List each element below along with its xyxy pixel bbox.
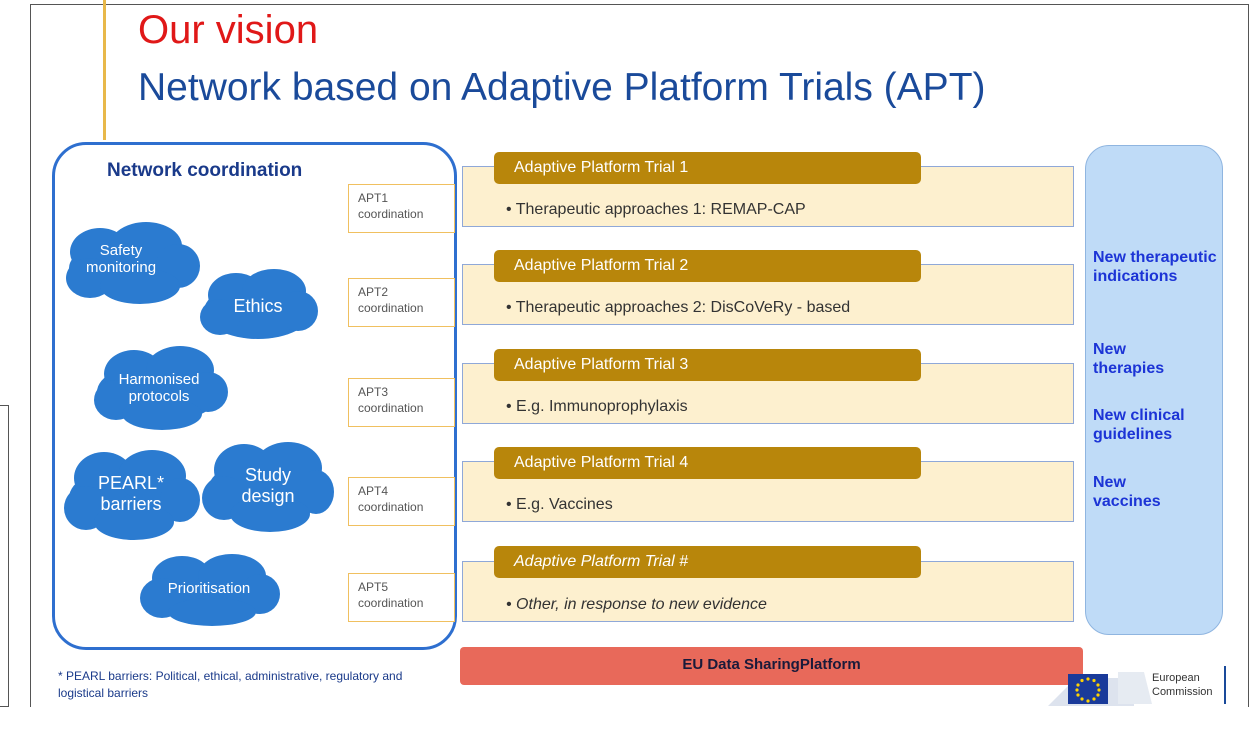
cloud-harmonised-protocols: Harmonised protocols xyxy=(88,342,230,434)
eu-data-sharing-platform-bar: EU Data SharingPlatform xyxy=(460,647,1083,685)
trial-description-3: • E.g. Immunoprophylaxis xyxy=(506,398,688,415)
title-accent-bar xyxy=(103,0,106,140)
cloud-label: Prioritisation xyxy=(167,580,251,598)
slide-subtitle: Network based on Adaptive Platform Trial… xyxy=(138,66,986,109)
cloud-shape xyxy=(200,269,318,339)
cloud-label: Ethics xyxy=(233,295,283,316)
logo-divider xyxy=(1224,666,1226,704)
trial-description-2: • Therapeutic approaches 2: DisCoVeRy - … xyxy=(506,299,851,316)
trial-description-1: • Therapeutic approaches 1: REMAP-CAP xyxy=(506,201,806,218)
cloud-prioritisation: Prioritisation xyxy=(136,550,282,628)
european-commission-wordmark: European Commission xyxy=(1152,672,1213,700)
network-coordination-panel xyxy=(52,142,457,650)
cloud-label: Safety monitoring xyxy=(86,242,157,277)
cloud-label: Harmonised protocols xyxy=(118,370,200,405)
outcome-therapeutic-indications: New therapeutic indications xyxy=(1093,249,1217,286)
cloud-shape xyxy=(140,554,280,626)
slide-border-left xyxy=(30,4,31,707)
apt4-coordination-box: APT4 coordination xyxy=(348,477,455,526)
cloud-safety-monitoring: Safety monitoring xyxy=(60,218,202,306)
outcome-vaccines: New vaccines xyxy=(1093,474,1161,511)
cloud-shape xyxy=(202,442,334,532)
apt5-coordination-box: APT5 coordination xyxy=(348,573,455,622)
trial-header-2: Adaptive Platform Trial 2 xyxy=(494,250,921,282)
cloud-shape xyxy=(64,450,200,540)
cloud-study-design: Study design xyxy=(200,438,336,534)
trial-header-4: Adaptive Platform Trial 4 xyxy=(494,447,921,479)
side-panel-edge xyxy=(0,405,9,707)
outcome-therapies: New therapies xyxy=(1093,341,1165,378)
slide-border-top xyxy=(30,4,1248,5)
pearl-footnote: * PEARL barriers: Political, ethical, ad… xyxy=(58,669,403,700)
cloud-label: PEARL* barriers xyxy=(97,473,165,514)
trial-header-1: Adaptive Platform Trial 1 xyxy=(494,152,921,184)
trial-header-5: Adaptive Platform Trial # xyxy=(494,546,921,578)
cloud-pearl-barriers: PEARL* barriers xyxy=(60,446,202,542)
trial-header-3: Adaptive Platform Trial 3 xyxy=(494,349,921,381)
wordmark-line2: Commission xyxy=(1152,685,1213,698)
network-coordination-title: Network coordination xyxy=(107,160,303,181)
outcomes-panel xyxy=(1085,145,1223,635)
european-commission-logo xyxy=(1048,672,1152,706)
cloud-ethics: Ethics xyxy=(196,265,320,347)
outcome-clinical-guidelines: New clinical guidelines xyxy=(1093,407,1185,444)
slide-title: Our vision xyxy=(138,8,319,52)
cloud-label: Study design xyxy=(241,465,295,506)
cloud-shape xyxy=(94,346,228,430)
cloud-shape xyxy=(66,222,200,304)
trial-description-5: • Other, in response to new evidence xyxy=(506,596,767,613)
apt2-coordination-box: APT2 coordination xyxy=(348,278,455,327)
trial-description-4: • E.g. Vaccines xyxy=(506,496,613,513)
slide-border-right xyxy=(1248,4,1249,707)
apt1-coordination-box: APT1 coordination xyxy=(348,184,455,233)
wordmark-line1: European xyxy=(1152,672,1200,684)
apt3-coordination-box: APT3 coordination xyxy=(348,378,455,427)
